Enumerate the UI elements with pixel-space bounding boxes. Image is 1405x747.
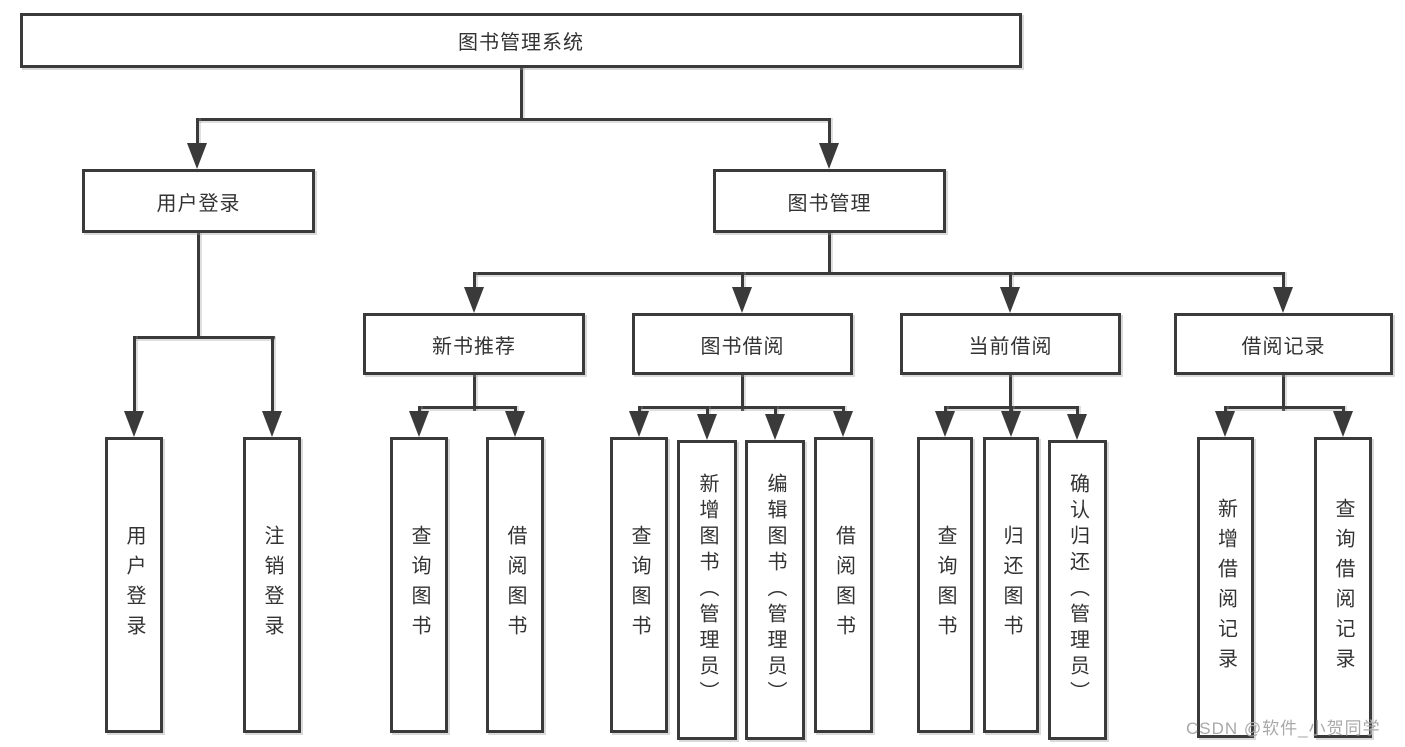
borrow-record-section-node: 借阅记录 <box>1174 313 1393 375</box>
connector-line <box>828 118 831 148</box>
connector-line <box>828 230 831 275</box>
borrow-books-leaf-node: 借阅图书 <box>486 437 544 733</box>
connector-line <box>520 66 523 121</box>
connector-line <box>1282 373 1285 411</box>
new-book-recommend-section-node: 新书推荐 <box>363 313 585 375</box>
connector-line <box>473 272 1285 275</box>
edit-book-admin-leaf-node: 编辑图书（管理员） <box>745 440 805 740</box>
connector-line <box>133 336 275 339</box>
book-borrow-section-node: 图书借阅 <box>632 313 853 375</box>
connector-line <box>638 406 641 414</box>
connector-line <box>1342 406 1345 414</box>
current-borrow-section-node: 当前借阅 <box>900 313 1121 375</box>
user-login-branch-node: 用户登录 <box>82 169 315 233</box>
arrow-down-icon <box>732 287 752 313</box>
connector-line <box>1224 406 1227 414</box>
user-login-leaf-node: 用户登录 <box>105 437 163 733</box>
connector-line <box>741 373 744 411</box>
connector-line <box>1010 406 1013 414</box>
add-book-admin-leaf-node: 新增图书（管理员） <box>677 440 737 740</box>
connector-line <box>944 406 947 414</box>
arrow-down-icon <box>629 411 649 437</box>
arrow-down-icon <box>1333 411 1353 437</box>
query-books-leaf-node: 查询图书 <box>610 437 668 733</box>
connector-line <box>418 406 421 414</box>
connector-line <box>197 118 831 121</box>
connector-line <box>197 230 200 339</box>
connector-line <box>514 406 517 414</box>
arrow-down-icon <box>1000 287 1020 313</box>
connector-line <box>418 406 517 409</box>
connector-line <box>473 272 476 290</box>
query-books-leaf-node: 查询图书 <box>390 437 448 733</box>
connector-line <box>196 118 199 148</box>
return-book-leaf-node: 归还图书 <box>983 437 1039 733</box>
add-borrow-record-leaf-node: 新增借阅记录 <box>1197 437 1254 738</box>
connector-line <box>1224 406 1345 409</box>
watermark: CSDN @软件_小贺同学 <box>1186 719 1381 738</box>
arrow-down-icon <box>833 411 853 437</box>
query-books-leaf-node: 查询图书 <box>917 437 973 733</box>
arrow-down-icon <box>409 411 429 437</box>
connector-line <box>1009 373 1012 411</box>
arrow-down-icon <box>1067 414 1087 440</box>
connector-line <box>842 406 845 414</box>
connector-line <box>774 406 777 417</box>
confirm-return-admin-leaf-node: 确认归还（管理员） <box>1048 440 1107 740</box>
arrow-down-icon <box>1215 411 1235 437</box>
connector-line <box>271 336 274 414</box>
logout-leaf-node: 注销登录 <box>243 437 301 733</box>
root-node: 图书管理系统 <box>20 13 1022 68</box>
arrow-down-icon <box>124 411 144 437</box>
arrow-down-icon <box>935 411 955 437</box>
connector-line <box>133 336 136 414</box>
connector-line <box>1009 272 1012 290</box>
arrow-down-icon <box>464 287 484 313</box>
arrow-down-icon <box>505 411 525 437</box>
connector-line <box>706 406 709 417</box>
arrow-down-icon <box>1273 287 1293 313</box>
connector-line <box>1076 406 1079 417</box>
connector-line <box>638 406 845 409</box>
borrow-books-leaf-node: 借阅图书 <box>814 437 873 733</box>
arrow-down-icon <box>1001 411 1021 437</box>
arrow-down-icon <box>765 414 785 440</box>
arrow-down-icon <box>697 414 717 440</box>
connector-line <box>1282 272 1285 290</box>
connector-line <box>741 272 744 290</box>
arrow-down-icon <box>819 143 839 169</box>
arrow-down-icon <box>187 143 207 169</box>
connector-line <box>473 373 476 411</box>
arrow-down-icon <box>262 411 282 437</box>
query-borrow-record-leaf-node: 查询借阅记录 <box>1314 437 1372 738</box>
book-management-branch-node: 图书管理 <box>713 169 946 233</box>
